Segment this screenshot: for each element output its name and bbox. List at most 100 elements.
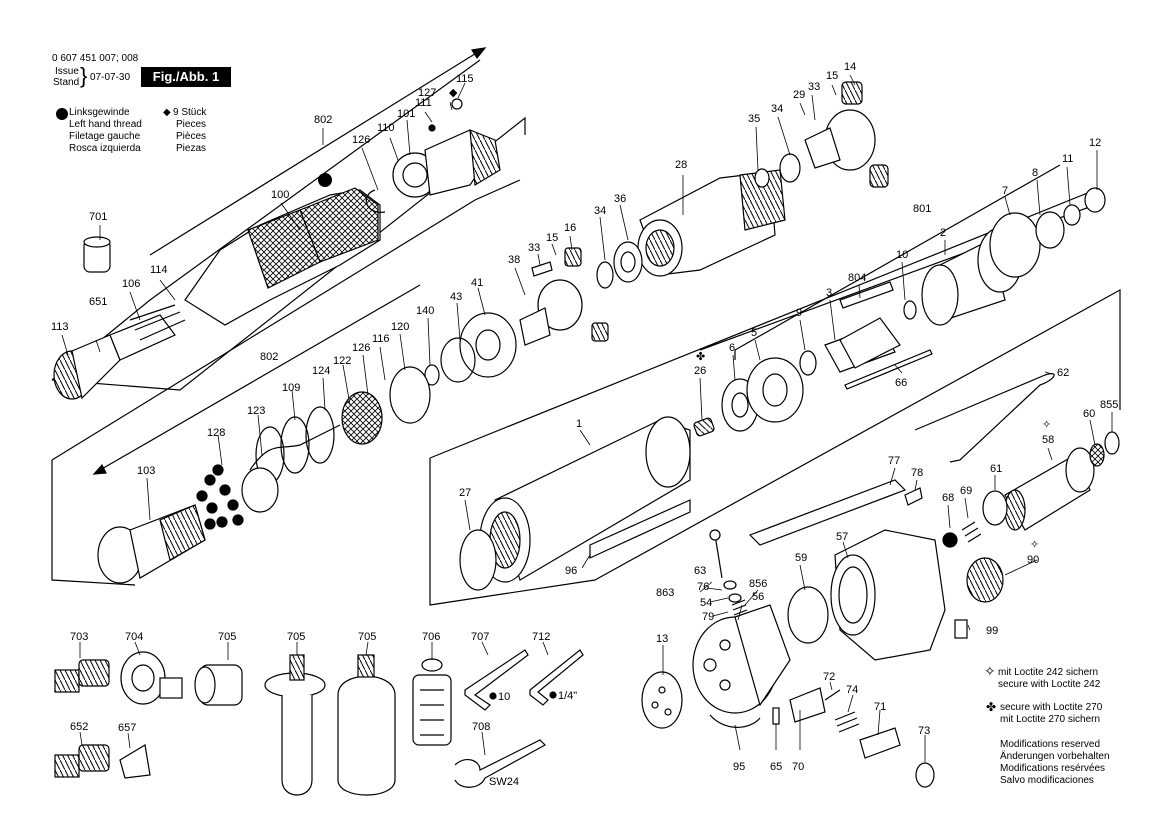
part-652 [54,744,110,778]
part-61 [982,490,1008,526]
callout: 26 [694,365,706,377]
part-29-planet-carrier [804,81,889,188]
part-123 [241,467,279,513]
callout: 116 [372,333,390,345]
callout: 652 [70,721,88,733]
part-69-spring [961,521,982,543]
callout: 109 [282,382,300,394]
part-74-spring [834,711,860,733]
part-27 [459,529,497,591]
wrench-size-quarter: 1/4" [558,690,577,702]
callout: 704 [125,631,143,643]
part-79-spring [731,599,748,616]
callout: 69 [960,485,972,497]
count-line: Pieces [176,119,207,130]
part-705-b [264,654,326,796]
part-54 [728,593,742,603]
part-5-6-bearings [721,357,804,432]
diamond-icon: ◆ [163,107,171,118]
thread-line: Linksgewinde [69,107,130,118]
part-109-spring [249,424,341,471]
left-hand-thread-icon [56,108,68,120]
callout: 100 [271,189,289,201]
callout: 101 [397,108,415,120]
callout: 10 [896,249,908,261]
part-number: 0 607 451 007; 008 [52,53,139,64]
part-66 [844,349,933,390]
callout: 68 [942,492,954,504]
callout: 73 [918,725,930,737]
callout: 77 [888,455,900,467]
part-9 [799,350,817,376]
loctite-line: secure with Loctite 270 [1000,702,1103,713]
callout: 35 [748,113,760,125]
modifications-line: Modifications reserved [1000,739,1101,750]
callout-labels: 802 115 127 111 101 110 126 100 701 114 … [51,61,1118,788]
part-68-ball [942,532,958,548]
part-57-housing [830,529,946,661]
star-marker-58: ✧ [1042,419,1051,431]
callout: 72 [823,671,835,683]
callout: 38 [508,254,520,266]
part-706 [412,658,452,746]
part-76 [723,580,737,590]
callout: 705 [287,631,305,643]
callout: 863 [656,587,674,599]
callout: 114 [150,264,168,276]
callout: 78 [911,467,923,479]
figure-label: Fig./Abb. 1 [141,67,231,87]
thread-line: Rosca izquierda [69,143,141,154]
callout: 54 [700,597,712,609]
callout: 110 [377,122,395,134]
callout: 43 [450,291,462,303]
part-71 [859,727,901,759]
callout: 804 [848,272,866,284]
part-60 [1089,443,1105,467]
part-26 [693,417,715,437]
callout: 90 [1027,554,1039,566]
part-13-cover [641,671,683,729]
callout: 7 [1002,185,1008,197]
callout: 707 [471,631,489,643]
callout: 99 [986,625,998,637]
part-77-plate [748,479,907,546]
part-122-bearing [341,391,383,445]
callout: 11 [1062,153,1073,165]
callout: 16 [564,222,576,234]
part-28-housing [637,169,786,277]
callout: 1 [576,418,582,430]
callout: 126 [352,134,370,146]
part-703 [54,659,110,693]
callout: 8 [1032,167,1038,179]
clover-marker: ✤ [696,351,705,363]
callout: 122 [333,355,351,367]
star-icon: ✧ [984,663,996,679]
count-line: 9 Stück [173,107,207,118]
arrow-head-mid [92,463,107,475]
part-115 [451,98,463,110]
part-78 [904,487,923,506]
callout: 802 [314,114,332,126]
part-56-head [692,604,791,714]
brace: } [80,63,88,88]
callout: 34 [771,103,783,115]
callout: 61 [990,463,1002,475]
callout: 63 [694,565,706,577]
part-100-handle [184,187,381,326]
callout: 79 [702,611,714,623]
part-113-651-106 [53,304,186,400]
callout: 855 [1100,399,1118,411]
group-frame-right [594,288,1121,581]
part-704 [120,651,183,705]
callout: 95 [733,761,745,773]
part-72-pin [824,689,841,701]
part-7 [989,212,1041,278]
callout: 128 [207,427,225,439]
part-99 [954,619,968,639]
callout: 58 [1042,434,1054,446]
callout: 111 [415,97,432,109]
callout: 801 [913,203,931,215]
loctite-line: mit Loctite 270 sichern [1000,714,1101,725]
callout: 41 [471,277,483,289]
callout: 33 [808,81,820,93]
